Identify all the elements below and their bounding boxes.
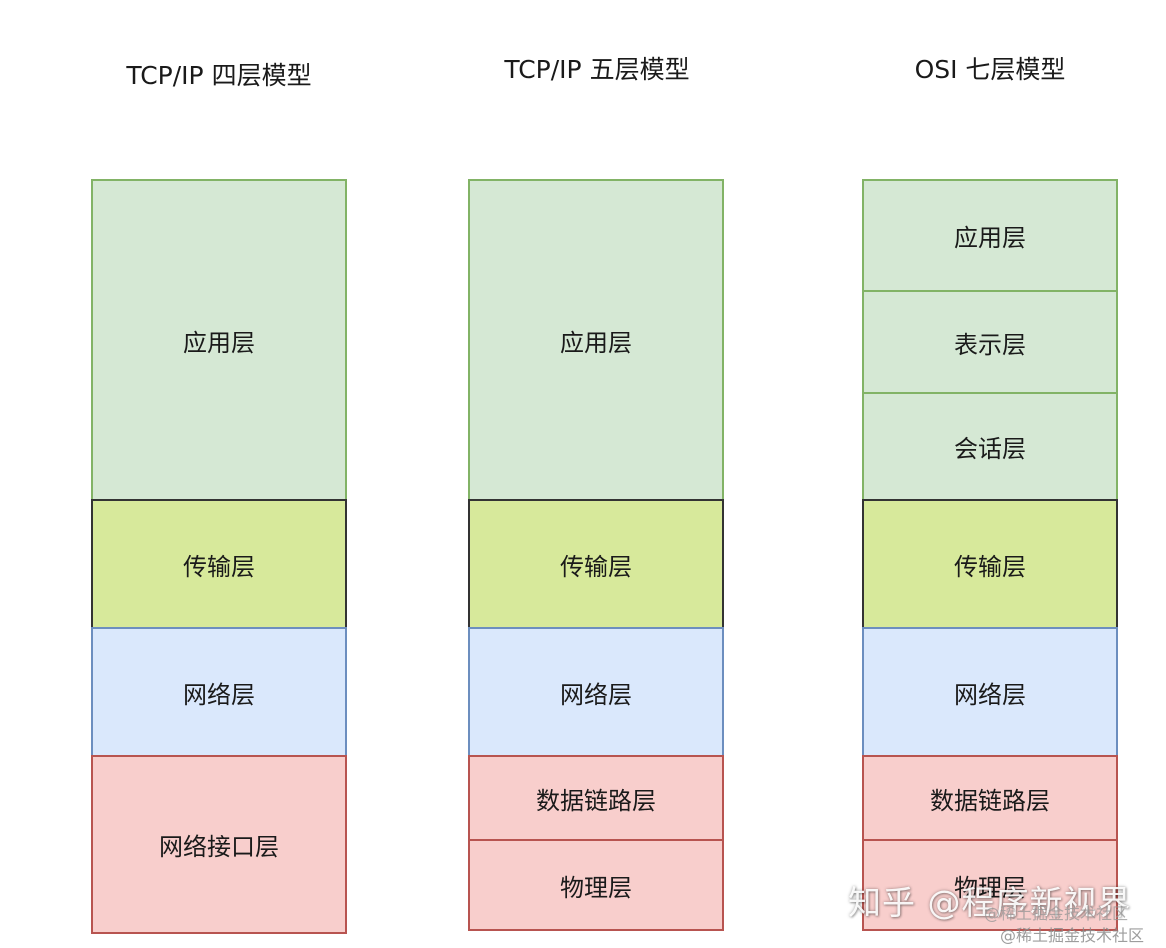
layer-application: 应用层 bbox=[862, 179, 1118, 292]
layer-network-interface: 网络接口层 bbox=[91, 755, 347, 934]
layer-transport: 传输层 bbox=[468, 499, 724, 629]
title-tcpip-5-layer: TCP/IP 五层模型 bbox=[504, 55, 690, 84]
layer-data-link: 数据链路层 bbox=[862, 755, 1118, 841]
layer-network: 网络层 bbox=[468, 627, 724, 757]
tcpip-4-layer-stack: 应用层 传输层 网络层 网络接口层 bbox=[91, 179, 347, 934]
title-tcpip-4-layer: TCP/IP 四层模型 bbox=[126, 61, 312, 90]
juejin-watermark: @稀土掘金技术社区 bbox=[1000, 926, 1145, 945]
tcpip-5-layer-stack: 应用层 传输层 网络层 数据链路层 物理层 bbox=[468, 179, 724, 931]
layer-session: 会话层 bbox=[862, 392, 1118, 501]
juejin-watermark-faint: @稀土掘金技术社区 bbox=[984, 904, 1129, 923]
zhihu-watermark: 知乎 @程序新视界 bbox=[848, 883, 1132, 922]
layer-physical: 物理层 bbox=[862, 839, 1118, 931]
title-osi-7-layer: OSI 七层模型 bbox=[914, 55, 1066, 84]
layer-transport: 传输层 bbox=[91, 499, 347, 629]
osi-7-layer-stack: 应用层 表示层 会话层 传输层 网络层 数据链路层 物理层 bbox=[862, 179, 1118, 931]
layer-data-link: 数据链路层 bbox=[468, 755, 724, 841]
layer-application: 应用层 bbox=[468, 179, 724, 501]
layer-network: 网络层 bbox=[862, 627, 1118, 757]
layer-presentation: 表示层 bbox=[862, 290, 1118, 394]
layer-application: 应用层 bbox=[91, 179, 347, 501]
layer-network: 网络层 bbox=[91, 627, 347, 757]
layer-physical: 物理层 bbox=[468, 839, 724, 931]
layer-transport: 传输层 bbox=[862, 499, 1118, 629]
